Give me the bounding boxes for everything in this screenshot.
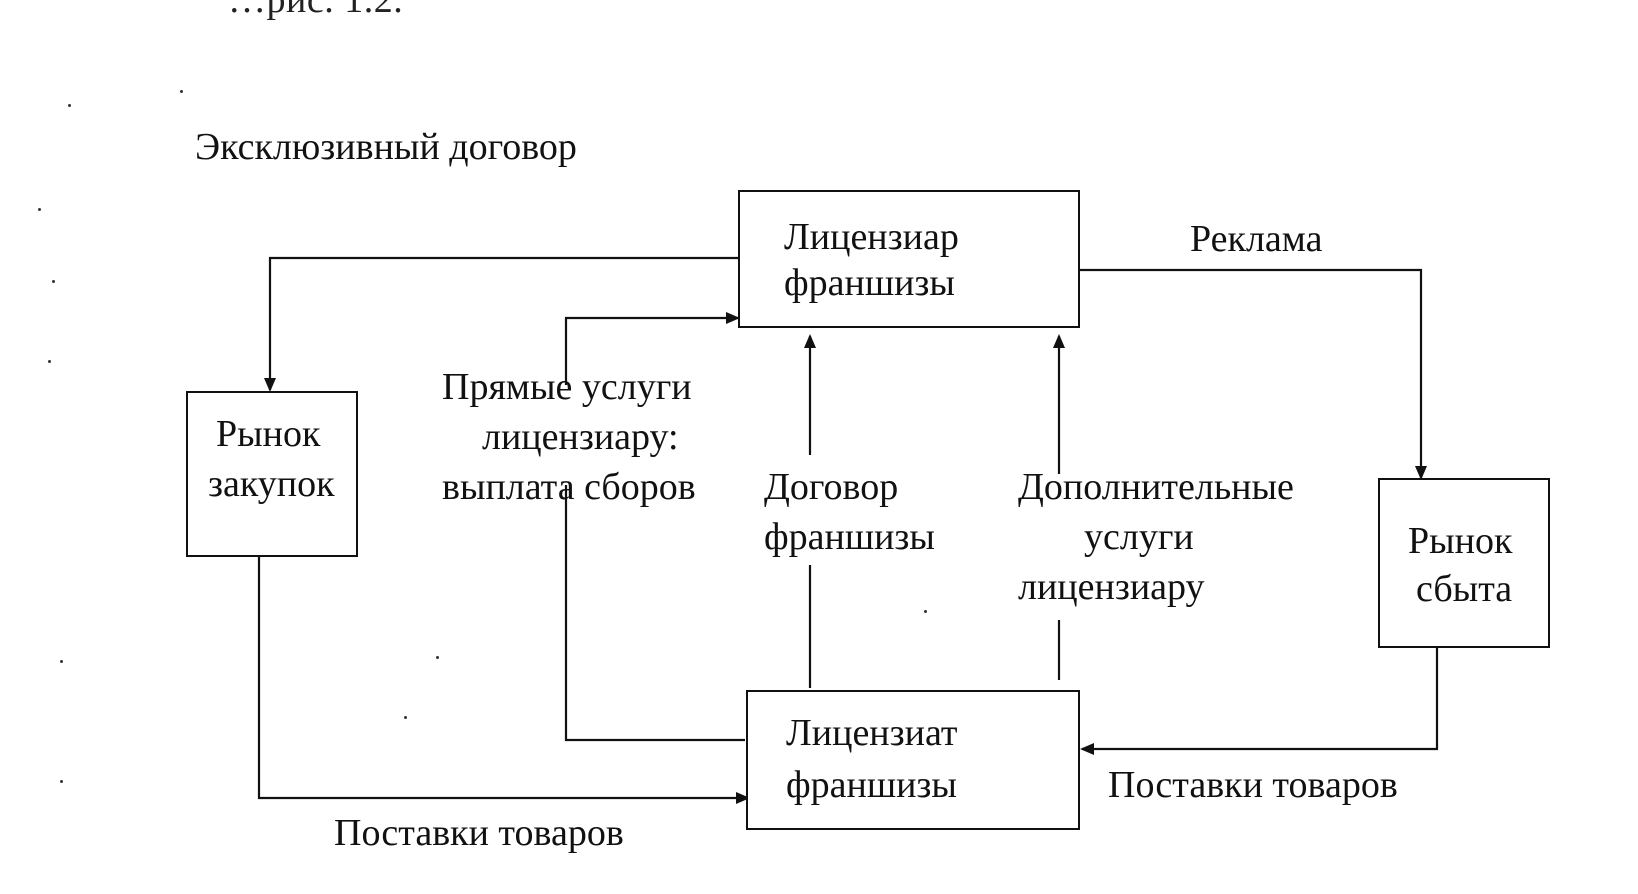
arrow-direct-services-top (564, 312, 740, 385)
box-procurement-market: Рынок закупок (186, 391, 358, 557)
label-supply-left: Поставки товаров (334, 812, 624, 854)
diagram-caption: Эксклюзивный договор (195, 126, 577, 168)
label-franchise-contract-line1: Договор (764, 466, 899, 508)
box-procurement-line1: Рынок (216, 413, 321, 455)
arrow-supply-left (257, 557, 750, 804)
label-additional-services-line2: услуги (1084, 516, 1194, 558)
scan-speck (436, 656, 439, 659)
box-licensor-line1: Лицензиар (784, 216, 959, 258)
arrow-licensor-to-procurement (264, 256, 740, 392)
box-sales-line2: сбыта (1416, 568, 1513, 610)
label-direct-services-line1: Прямые услуги (442, 366, 692, 408)
box-licensor-line2: франшизы (784, 262, 955, 304)
arrow-direct-services (564, 485, 745, 742)
scan-speck (68, 104, 71, 107)
box-licensee: Лицензиат франшизы (746, 690, 1080, 830)
scan-speck (52, 280, 55, 283)
label-direct-services-line3: выплата сборов (442, 466, 696, 508)
label-direct-services-line2: лицензиару: (482, 416, 679, 458)
cropped-header-text: …рис. 1.2. (228, 0, 404, 21)
box-procurement-line2: закупок (208, 463, 335, 505)
label-additional-services-line1: Дополнительные (1018, 466, 1294, 508)
label-additional-services-line3: лицензиару (1018, 566, 1205, 608)
scan-speck (38, 208, 41, 211)
box-licensor: Лицензиар франшизы (738, 190, 1080, 328)
scan-speck (60, 660, 63, 663)
scan-speck (48, 360, 51, 363)
box-licensee-line2: франшизы (786, 764, 957, 806)
scan-speck (60, 780, 63, 783)
arrow-supply-right (1080, 648, 1439, 755)
arrow-advertising-to-sales (1080, 268, 1427, 480)
box-sales-market: Рынок сбыта (1378, 478, 1550, 648)
scan-speck (924, 610, 927, 613)
scan-speck (180, 90, 183, 93)
box-licensee-line1: Лицензиат (786, 712, 958, 754)
label-advertising: Реклама (1190, 218, 1323, 260)
box-sales-line1: Рынок (1408, 520, 1513, 562)
label-franchise-contract-line2: франшизы (764, 516, 935, 558)
label-supply-right: Поставки товаров (1108, 764, 1398, 806)
scan-speck (404, 716, 407, 719)
